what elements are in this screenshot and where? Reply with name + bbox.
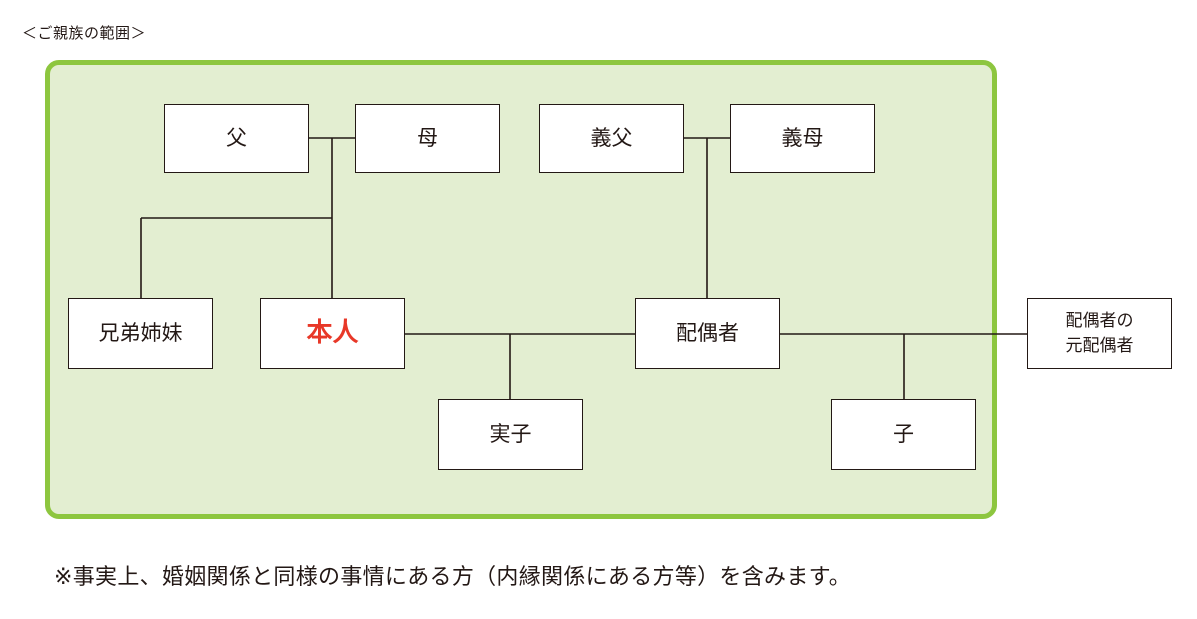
box-child: 子 <box>831 399 976 470</box>
box-biological-child: 実子 <box>438 399 583 470</box>
footnote: ※事実上、婚姻関係と同様の事情にある方（内縁関係にある方等）を含みます。 <box>54 565 852 590</box>
former-spouse-line2: 元配偶者 <box>1065 335 1134 356</box>
box-spouse: 配偶者 <box>635 298 780 369</box>
box-mother: 母 <box>355 104 500 173</box>
box-mother-in-law: 義母 <box>730 104 875 173</box>
box-self: 本人 <box>260 298 405 369</box>
box-father-in-law: 義父 <box>539 104 684 173</box>
former-spouse-line1: 配偶者の <box>1065 310 1134 331</box>
box-former-spouse: 配偶者の 元配偶者 <box>1027 298 1172 369</box>
box-father: 父 <box>164 104 309 173</box>
diagram-heading: ＜ご親族の範囲＞ <box>22 24 147 42</box>
box-siblings: 兄弟姉妹 <box>68 298 213 369</box>
